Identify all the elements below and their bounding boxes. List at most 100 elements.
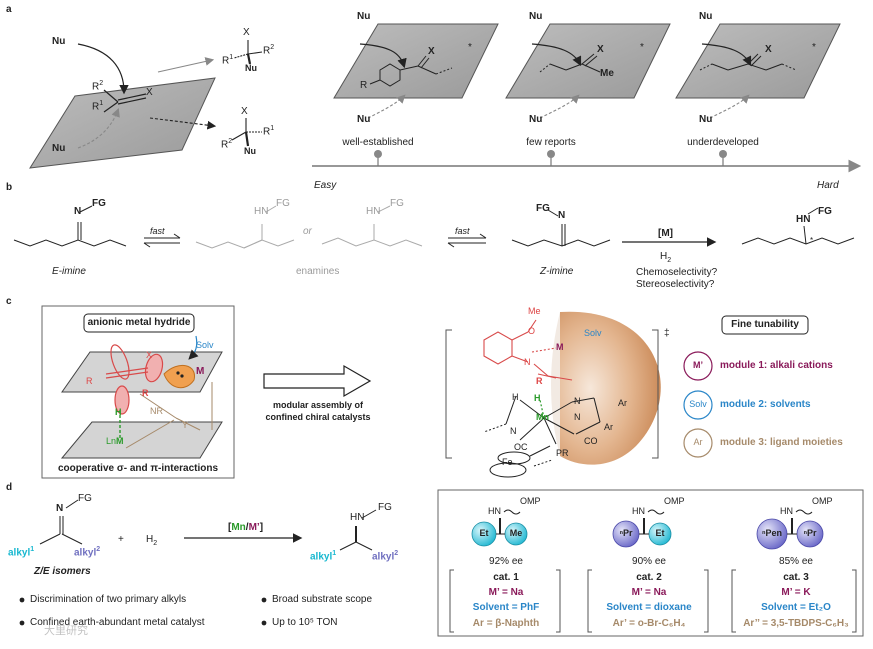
carbonyl-bond [117,97,147,105]
d-imine-n: N [56,503,64,514]
prod-top-bond-r1 [233,53,249,59]
cat1-solvent: Solvent = PhF [472,602,540,613]
easy-label: Easy [314,180,337,191]
cat1-omp: OMP [520,496,541,506]
cat2-ar: Ar’ = o-Br-C₆H₄ [612,618,686,629]
bond-r1 [103,101,119,113]
catalyst-2-drawing [587,509,709,633]
nu-hard-bottom: Nu [699,114,713,125]
r1-sup: 1 [99,100,104,107]
e-imine-label: E-imine [52,266,86,277]
cat-fe: Fe [502,457,513,467]
assembly-text-1: modular assembly of [272,400,364,410]
plane-bottom [60,421,223,459]
plane-medium [505,23,671,119]
stereoselectivity: Stereoselectivity? [636,279,715,290]
cat3-omp: OMP [812,496,833,506]
module-1: module 1: alkali cations [720,360,833,371]
cat2-omp: OMP [664,496,685,506]
cat2-right: Et [655,528,665,538]
prod-bottom-x: X [241,106,248,117]
cat3-name: cat. 3 [783,572,809,583]
enamine-2 [321,237,423,247]
star-hard: * [812,42,816,53]
assembly-arrow [263,364,372,398]
z-imine-label: Z-imine [540,266,574,277]
nu-easy-top: Nu [357,11,371,22]
r1-label: R1 [92,100,103,112]
lnm-m: M [116,436,124,446]
step-well-established: well-established [342,137,414,148]
amine-product-chain [741,237,855,245]
cat-pr2: PR [556,448,569,458]
mplus-label: M [196,366,205,377]
product-arrow-top [157,57,215,73]
catalyst-structure [445,311,661,478]
carbonyl-bond-2 [117,93,147,101]
prod-top-r2-text: R [263,45,271,57]
r2-text: R [92,81,100,93]
attack-arrow-top [77,43,129,95]
z-imine-chain [511,239,611,247]
orbital-x [144,353,164,383]
d-h2-text: H [146,534,154,545]
star-easy: * [468,42,472,53]
cat3-left: ⁿPen [761,528,783,538]
badge-m-circle [683,351,713,381]
catalyst-panel-box [437,489,864,637]
cat2-solvent: Solvent = dioxane [606,602,692,613]
r2-label: R2 [92,80,103,92]
cat2-ee: 90% ee [632,556,666,567]
nu-med-bottom: Nu [529,114,543,125]
badge-ar-circle [683,428,713,458]
z-imine-fg: FG [536,203,550,214]
prod-top-bond-nu [246,53,252,65]
nr-label: NR [150,406,163,416]
d-cat-bracket-l: [ [228,522,232,533]
r1-orb: R [86,376,93,386]
confinement-cone [560,311,661,465]
d-p-alkyl2-text: alkyl [372,551,395,563]
cat-h2: H [512,392,519,402]
badge-solv: Solv [689,399,707,409]
h2-sub: 2 [667,257,672,264]
panel-c [41,305,809,479]
prod-bottom-r1-sup: 1 [270,125,275,132]
plane-hard [675,23,841,119]
h2-text: H [660,251,668,262]
x-hard: X [765,44,772,55]
cat-ar-2: Ar [604,422,613,432]
me-med: Me [600,68,614,79]
cat-o: O [528,326,536,336]
chemoselectivity: Chemoselectivity? [636,267,718,278]
catalyst-1-drawing [449,509,561,633]
nu-bottom: Nu [52,143,66,154]
cat1-hn: HN [488,506,501,516]
d-h2: H2 [146,534,158,547]
prod-bottom-nu: Nu [244,146,256,156]
prod-bottom-r2-sup: 2 [228,138,233,145]
d-catalyst: [Mn/M’] [228,522,263,533]
badge-m: M’ [693,360,703,370]
x-orb: X [146,350,153,360]
prod-top-r2-sup: 2 [270,44,275,51]
cat-mn: Mn [536,412,549,422]
d-cat-slash: / [245,522,249,533]
badge-solv-circle [683,390,713,420]
cat-solv: Solv [584,328,602,338]
e-imine-n: N [74,206,82,217]
d-p-alkyl1-text: alkyl [310,551,333,563]
d-product-fg: FG [378,502,392,513]
panel-label-d: d [6,482,13,493]
cat2-m: M’ = Na [631,587,667,598]
panel-a [29,23,862,173]
e-imine-fg: FG [92,198,106,209]
cooperative-caption: cooperative σ- and π-interactions [57,463,219,474]
cat1-left: Et [479,528,489,538]
prod-top-nu: Nu [245,63,257,73]
cat-ar-1: Ar [618,398,627,408]
fast-2: fast [455,226,470,236]
prod-top-r1-sup: 1 [229,54,234,61]
plane-easy [333,23,499,119]
bond-r2 [103,89,119,103]
